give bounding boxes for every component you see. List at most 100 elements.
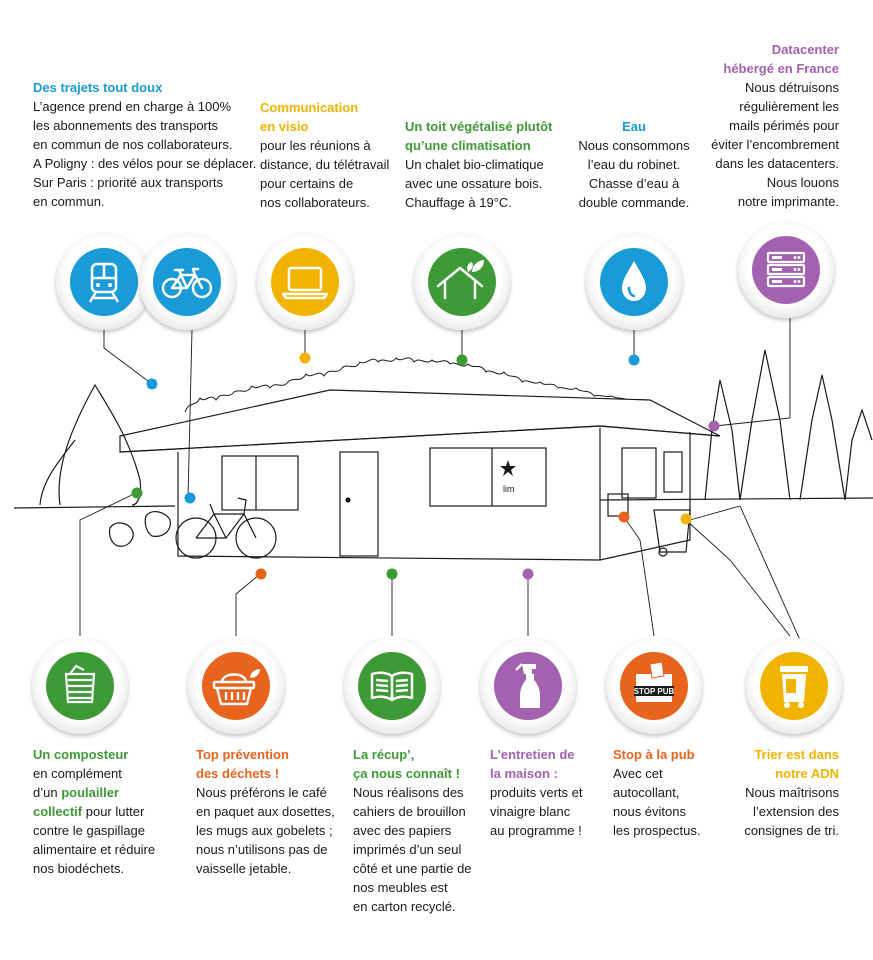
laptop-circle — [257, 234, 353, 330]
recup-text: La récup’, ça nous connaît ! Nous réalis… — [353, 745, 472, 916]
trajets-line: en commun. — [33, 194, 105, 209]
datacenter-line: Nous détruisons — [745, 80, 839, 95]
tri-title: notre ADN — [775, 766, 839, 781]
lim-logo-text: lim — [503, 484, 515, 494]
toit-line: Chauffage à 19°C. — [405, 195, 512, 210]
toit-line: Un chalet bio-climatique — [405, 157, 544, 172]
composteur-line: d’un poulailler — [33, 783, 155, 802]
datacenter-line: éviter l’encombrement — [711, 137, 839, 152]
datacenter-text: Datacenter hébergé en France Nous détrui… — [690, 40, 839, 211]
composteur-line-part: pour lutter — [82, 804, 145, 819]
trajets-line: A Poligny : des vélos pour se déplacer. — [33, 156, 257, 171]
right-trees — [704, 349, 873, 501]
communication-line: nos collaborateurs. — [260, 195, 370, 210]
poulailler-bold: poulailler — [61, 785, 119, 800]
composter-icon — [64, 664, 96, 704]
pub-line: nous évitons — [613, 804, 686, 819]
recup-line: cahiers de brouillon — [353, 804, 466, 819]
spray-circle — [480, 638, 576, 734]
trajets-line: en commun de nos collaborateurs. — [33, 137, 233, 152]
communication-text: Communication en visio pour les réunions… — [260, 98, 389, 212]
roof — [119, 389, 721, 453]
roof-vegetation — [184, 357, 651, 413]
composteur-title: Un composteur — [33, 747, 129, 762]
eau-title: Eau — [622, 119, 646, 134]
recycling-bin-icon — [780, 666, 808, 708]
house-walls — [177, 428, 691, 561]
tri-text: Trier est dans notre ADN Nous maîtrisons… — [710, 745, 839, 840]
datacenter-line: mails périmés pour — [729, 118, 839, 133]
datacenter-line: notre imprimante. — [737, 194, 839, 209]
lim-logo — [500, 460, 516, 476]
eau-line: double commande. — [578, 195, 690, 210]
recup-line: imprimés d’un seul — [353, 842, 462, 857]
laptop-icon — [281, 266, 329, 300]
stop-pub-sticker: STOP PUB — [634, 687, 675, 696]
bicycle-icon — [161, 267, 213, 299]
recup-line: en carton recyclé. — [353, 899, 456, 914]
datacenter-line: Nous louons — [766, 175, 839, 190]
pub-title: Stop à la pub — [613, 747, 695, 762]
composteur-line: contre le gaspillage — [33, 823, 146, 838]
eau-line: Chasse d’eau à — [588, 176, 680, 191]
train-circle — [56, 234, 152, 330]
green-house-icon — [436, 260, 484, 300]
entretien-line: au programme ! — [490, 823, 582, 838]
prevention-line: les mugs aux gobelets ; — [196, 823, 333, 838]
communication-title: Communication — [260, 100, 359, 115]
water-circle — [586, 234, 682, 330]
mailbox-icon: STOP PUB — [634, 661, 675, 702]
chicken-drawing — [108, 511, 171, 547]
recup-line: nos meubles est — [353, 880, 448, 895]
recup-line: Nous réalisons des — [353, 785, 464, 800]
toit-title: qu’une climatisation — [405, 138, 531, 153]
bicycle-drawing — [175, 497, 277, 559]
prevention-line: Nous préférons le café — [196, 785, 327, 800]
collectif-bold: collectif — [33, 804, 83, 819]
composteur-line: en complément — [33, 766, 122, 781]
composteur-line-part: d’un — [33, 785, 62, 800]
house-circle — [414, 234, 510, 330]
pub-line: les prospectus. — [613, 823, 701, 838]
entretien-title: L’entretien de — [490, 747, 575, 762]
book-circle — [344, 638, 440, 734]
toit-line: avec une ossature bois. — [405, 176, 543, 191]
tri-line: l’extension des — [753, 804, 839, 819]
trajets-line: les abonnements des transports — [33, 118, 218, 133]
trajets-line: Sur Paris : priorité aux transports — [33, 175, 224, 190]
server-circle — [738, 222, 834, 318]
tri-title: Trier est dans — [754, 747, 839, 762]
prevention-line: vaisselle jetable. — [196, 861, 292, 876]
datacenter-title: hébergé en France — [723, 61, 839, 76]
toit-title: Un toit végétalisé plutôt — [405, 119, 553, 134]
tri-line: Nous maîtrisons — [745, 785, 839, 800]
datacenter-line: régulièrement les — [739, 99, 839, 114]
recup-line: avec des papiers — [353, 823, 452, 838]
toit-text: Un toit végétalisé plutôt qu’une climati… — [405, 117, 552, 212]
trajets-title: Des trajets tout doux — [33, 80, 163, 95]
bicycle-circle — [139, 234, 235, 330]
tri-line: consignes de tri. — [744, 823, 839, 838]
mailbox-circle: STOP PUB — [606, 638, 702, 734]
composter-circle — [32, 638, 128, 734]
recup-line: côté et une partie de — [353, 861, 472, 876]
prevention-title: Top prévention — [196, 747, 289, 762]
recycling-circle — [746, 638, 842, 734]
recup-title: ça nous connaît ! — [353, 766, 460, 781]
eau-line: Nous consommons — [578, 138, 690, 153]
entretien-text: L’entretien de la maison : produits vert… — [490, 745, 583, 840]
datacenter-title: Datacenter — [771, 42, 839, 57]
entretien-title: la maison : — [490, 766, 558, 781]
eau-line: l’eau du robinet. — [587, 157, 681, 172]
pub-line: Avec cet — [613, 766, 663, 781]
ground-line — [13, 497, 873, 509]
server-icon — [766, 251, 806, 288]
basket-icon — [212, 669, 260, 706]
prevention-line: en paquet aux dosettes, — [196, 804, 335, 819]
communication-line: pour les réunions à — [260, 138, 371, 153]
trash-bin-drawing — [653, 509, 691, 553]
composteur-line: collectif pour lutter — [33, 802, 155, 821]
train-icon — [88, 262, 120, 303]
pub-line: autocollant, — [613, 785, 680, 800]
